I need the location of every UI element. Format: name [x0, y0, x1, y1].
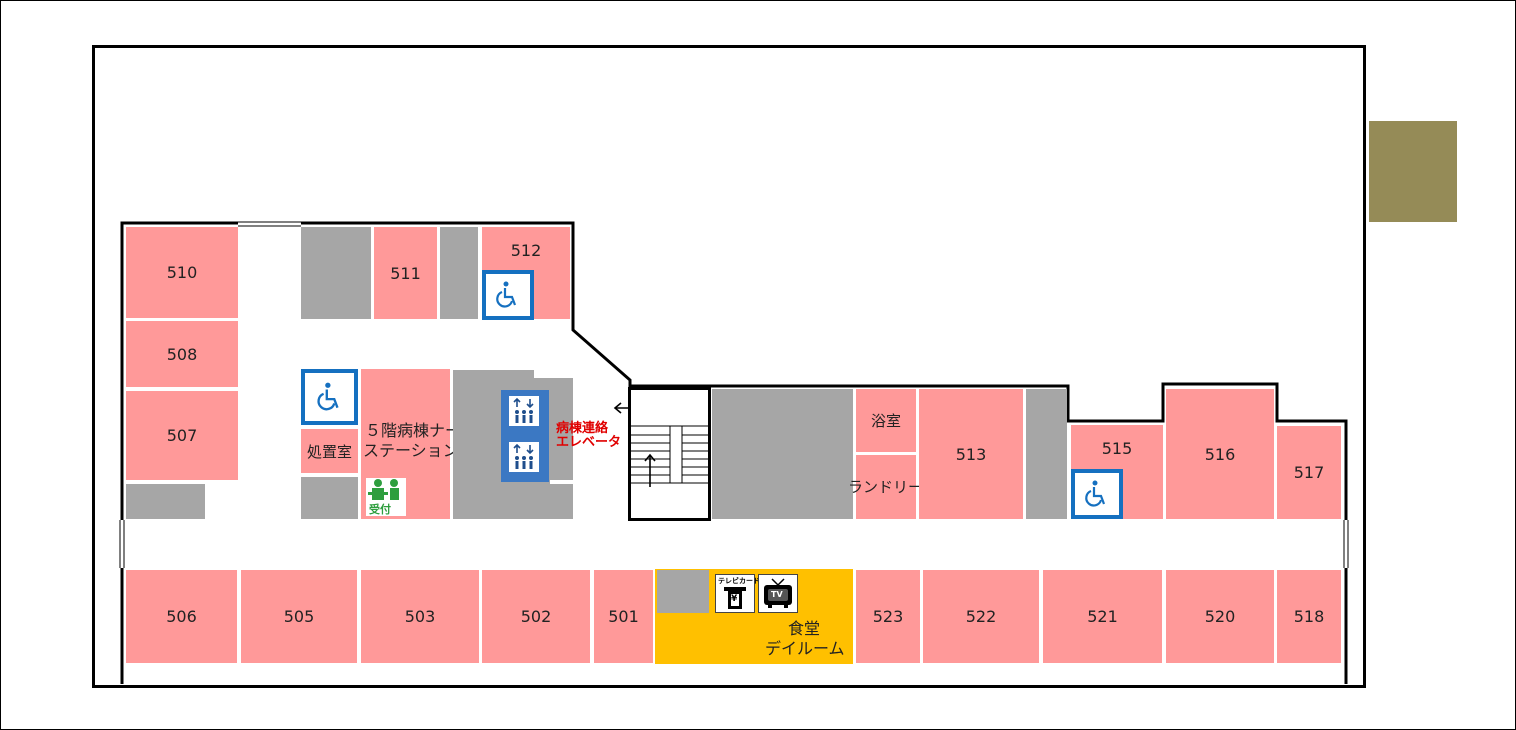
room-510[interactable]: 510 [126, 227, 238, 318]
core-notch [534, 370, 573, 378]
room-513[interactable]: 513 [919, 389, 1023, 519]
ward-elevator-label-line2: エレベータ [556, 435, 622, 450]
treatment-room-label: 処置室 [306, 442, 352, 461]
room-518-label: 518 [1293, 607, 1325, 626]
stairwell [628, 387, 711, 521]
room-508[interactable]: 508 [126, 321, 238, 387]
room-518[interactable]: 518 [1277, 570, 1341, 663]
service-area [301, 227, 371, 319]
room-517-label: 517 [1293, 463, 1325, 482]
room-503[interactable]: 503 [361, 570, 479, 663]
ward-elevator [501, 390, 549, 482]
room-522-label: 522 [965, 607, 997, 626]
service-area [1026, 389, 1067, 519]
elevator-icon [507, 440, 541, 474]
room-520-label: 520 [1204, 607, 1236, 626]
tv-card-vending: テレビカード ¥ [715, 574, 760, 613]
accessible-toilet [1071, 469, 1123, 519]
tv-card-label: テレビカード [718, 577, 760, 585]
room-523[interactable]: 523 [856, 570, 920, 663]
bath-room-label: 浴室 [870, 412, 901, 430]
up-arrow-icon [644, 453, 656, 487]
wheelchair-icon [496, 281, 517, 308]
room-501-label: 501 [608, 607, 639, 626]
room-505[interactable]: 505 [241, 570, 357, 663]
room-522[interactable]: 522 [923, 570, 1039, 663]
room-511[interactable]: 511 [374, 227, 437, 319]
treatment-room[interactable]: 処置室 [301, 429, 358, 473]
room-503-label: 503 [404, 607, 436, 626]
service-area [440, 227, 478, 319]
room-517[interactable]: 517 [1277, 426, 1341, 519]
tv-card-icon [724, 587, 746, 609]
core-notch [550, 480, 573, 484]
room-523-label: 523 [872, 607, 904, 626]
nurse-station-label-line2: ステーション [363, 441, 459, 460]
tv-text: TV [771, 590, 783, 599]
room-521-label: 521 [1087, 607, 1118, 626]
nurse-station-label-line1: ５階病棟ナース [365, 421, 477, 440]
room-507[interactable]: 507 [126, 391, 238, 480]
dining-label-line2: デイルーム [765, 639, 845, 658]
room-512-label: 512 [510, 241, 542, 260]
accessible-toilet [301, 369, 358, 425]
reception-sign: 受付 [366, 478, 406, 516]
wheelchair-icon [1085, 480, 1106, 507]
reception-label: 受付 [369, 503, 391, 516]
service-area [126, 484, 205, 519]
laundry-label: ランドリー [848, 478, 924, 496]
legend-swatch [1369, 121, 1457, 222]
room-502[interactable]: 502 [482, 570, 590, 663]
service-area [657, 570, 709, 613]
accessible-toilet [482, 270, 534, 320]
room-506[interactable]: 506 [126, 570, 237, 663]
room-507-label: 507 [166, 426, 198, 445]
tv-sign: TV [758, 574, 798, 613]
room-513-label: 513 [955, 444, 987, 464]
room-520[interactable]: 520 [1166, 570, 1274, 663]
room-521[interactable]: 521 [1043, 570, 1162, 663]
room-501[interactable]: 501 [594, 570, 653, 663]
room-508-label: 508 [166, 344, 198, 364]
service-area [712, 389, 853, 519]
room-502-label: 502 [520, 607, 552, 626]
room-505-label: 505 [283, 607, 315, 626]
elevator-icon [507, 394, 541, 428]
reception-icon [368, 479, 399, 500]
service-area [301, 477, 358, 519]
room-516[interactable]: 516 [1166, 389, 1274, 519]
room-510-label: 510 [166, 263, 198, 282]
room-506-label: 506 [166, 607, 197, 626]
tv-icon [764, 578, 792, 608]
wheelchair-icon [316, 382, 339, 411]
dining-label-line1: 食堂 [788, 619, 821, 638]
tv-card-yen: ¥ [731, 594, 738, 604]
room-511-label: 511 [390, 263, 421, 283]
room-516-label: 516 [1204, 444, 1236, 464]
ward-elevator-label-line1: 病棟連絡 [556, 421, 609, 436]
bath-room[interactable]: 浴室 [856, 389, 916, 452]
laundry-room[interactable] [856, 455, 916, 519]
room-515-label: 515 [1101, 439, 1133, 458]
